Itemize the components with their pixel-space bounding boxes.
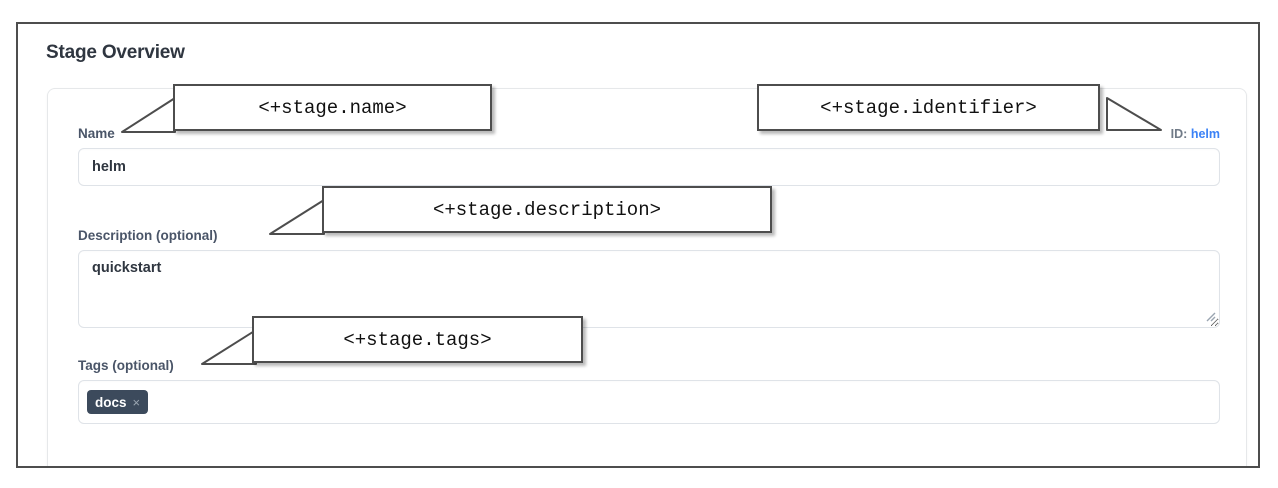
name-label-row: Name ID: helm	[78, 125, 1220, 143]
name-input[interactable]	[78, 148, 1220, 186]
tags-input[interactable]: docs ×	[78, 380, 1220, 424]
callout-stage-name: <+stage.name>	[173, 84, 492, 131]
callout-stage-identifier: <+stage.identifier>	[757, 84, 1100, 131]
tag-remove-icon[interactable]: ×	[132, 394, 141, 410]
callout-stage-description: <+stage.description>	[322, 186, 772, 233]
stage-details-card: Name ID: helm Description (optional)	[47, 88, 1247, 466]
description-textarea[interactable]	[78, 250, 1220, 328]
callout-tail-identifier	[1106, 97, 1162, 131]
tag-chip[interactable]: docs ×	[87, 390, 149, 414]
description-label: Description (optional)	[78, 228, 218, 243]
callout-stage-tags: <+stage.tags>	[252, 316, 583, 363]
stage-id-value[interactable]: helm	[1190, 127, 1220, 141]
description-field-block: Description (optional)	[78, 227, 1220, 328]
tag-chip-label: docs	[95, 394, 127, 410]
stage-id-readout: ID: helm	[1171, 127, 1220, 141]
tags-label: Tags (optional)	[78, 358, 174, 373]
page-title: Stage Overview	[46, 42, 185, 63]
description-textarea-wrap	[78, 250, 1220, 328]
stage-id-prefix: ID:	[1170, 127, 1188, 141]
tags-field-block: Tags (optional) docs ×	[78, 357, 1220, 424]
name-label: Name	[78, 126, 115, 141]
name-field-block: Name ID: helm	[78, 125, 1220, 186]
